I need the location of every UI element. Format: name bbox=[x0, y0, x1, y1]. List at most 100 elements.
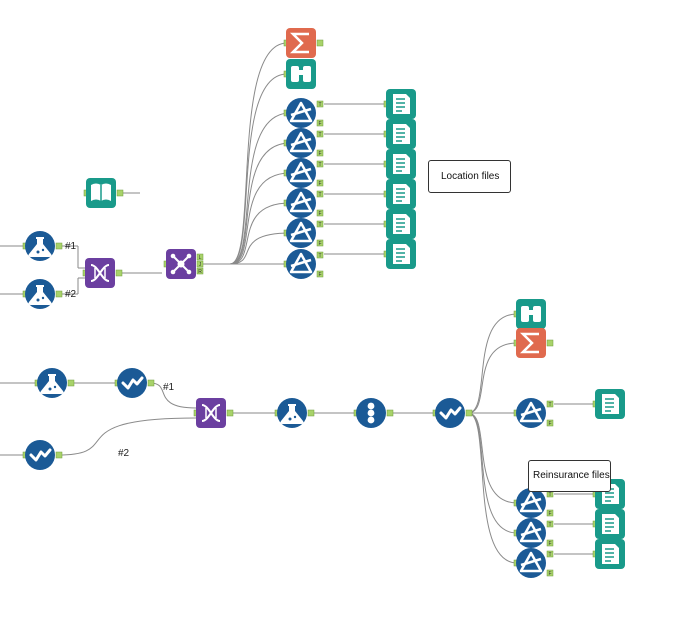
filter-tool-8[interactable] bbox=[516, 488, 546, 518]
output-icon bbox=[392, 183, 411, 205]
true-anchor[interactable]: T bbox=[316, 220, 324, 228]
output-anchor[interactable] bbox=[546, 339, 554, 347]
svg-text:F: F bbox=[548, 421, 551, 427]
upper-join-label-1: #1 bbox=[65, 241, 77, 252]
text-input-tool[interactable] bbox=[86, 178, 116, 208]
join-multiple-tool-1[interactable] bbox=[85, 258, 115, 288]
output-icon bbox=[392, 213, 411, 235]
filter-tool-9[interactable] bbox=[516, 518, 546, 548]
formula-tool-1[interactable] bbox=[25, 231, 55, 261]
output-icon bbox=[601, 543, 620, 565]
output-anchor[interactable] bbox=[116, 189, 124, 197]
false-anchor[interactable]: F bbox=[546, 419, 554, 427]
select-tool-3[interactable] bbox=[435, 398, 465, 428]
false-anchor[interactable]: F bbox=[546, 569, 554, 577]
join-multiple-tool-2[interactable] bbox=[196, 398, 226, 428]
record-id-tool[interactable] bbox=[356, 398, 386, 428]
false-anchor[interactable]: F bbox=[316, 119, 324, 127]
output-anchor[interactable] bbox=[55, 451, 63, 459]
output-anchor[interactable] bbox=[115, 269, 123, 277]
right-anchor[interactable]: R bbox=[196, 267, 204, 275]
output-tool-10[interactable] bbox=[595, 539, 625, 569]
connector-line bbox=[149, 382, 197, 409]
summarize-tool-2[interactable] bbox=[516, 328, 546, 358]
output-icon bbox=[392, 93, 411, 115]
left-anchor[interactable]: L bbox=[196, 253, 204, 261]
false-anchor[interactable]: F bbox=[546, 539, 554, 547]
connector-line bbox=[467, 412, 518, 504]
output-anchor[interactable] bbox=[465, 409, 473, 417]
output-anchor[interactable] bbox=[226, 409, 234, 417]
formula-tool-2[interactable] bbox=[25, 279, 55, 309]
filter-tool-10[interactable] bbox=[516, 548, 546, 578]
output-tool-5[interactable] bbox=[386, 209, 416, 239]
filter-tool-5[interactable] bbox=[286, 218, 316, 248]
true-anchor[interactable]: T bbox=[316, 160, 324, 168]
output-anchor[interactable] bbox=[307, 409, 315, 417]
output-anchor[interactable] bbox=[316, 39, 324, 47]
filter-tool-3[interactable] bbox=[286, 158, 316, 188]
svg-text:T: T bbox=[548, 522, 551, 528]
false-anchor[interactable]: F bbox=[316, 239, 324, 247]
connector-line bbox=[467, 412, 518, 534]
true-anchor[interactable]: T bbox=[546, 520, 554, 528]
svg-text:F: F bbox=[318, 181, 321, 187]
svg-text:T: T bbox=[318, 132, 321, 138]
svg-text:T: T bbox=[318, 102, 321, 108]
true-anchor[interactable]: T bbox=[546, 490, 554, 498]
output-tool-4[interactable] bbox=[386, 179, 416, 209]
svg-text:F: F bbox=[548, 541, 551, 547]
select-tool-1[interactable] bbox=[117, 368, 147, 398]
filter-tool-6[interactable] bbox=[286, 249, 316, 279]
formula-tool-4[interactable] bbox=[277, 398, 307, 428]
output-tool-7[interactable] bbox=[595, 389, 625, 419]
false-anchor[interactable]: F bbox=[316, 270, 324, 278]
filter-tool-1[interactable] bbox=[286, 98, 316, 128]
filter-tool-7[interactable] bbox=[516, 398, 546, 428]
true-anchor[interactable]: T bbox=[316, 100, 324, 108]
output-anchor[interactable] bbox=[55, 242, 63, 250]
summarize-tool-1[interactable] bbox=[286, 28, 316, 58]
true-anchor[interactable]: T bbox=[316, 251, 324, 259]
recordid-icon bbox=[367, 402, 375, 424]
location-files-comment[interactable]: Location files bbox=[428, 160, 511, 193]
output-anchor[interactable] bbox=[55, 290, 63, 298]
location-files-comment-text: Location files bbox=[441, 171, 500, 182]
output-anchor[interactable] bbox=[147, 379, 155, 387]
true-anchor[interactable]: T bbox=[546, 550, 554, 558]
join-anchor[interactable]: J bbox=[196, 260, 204, 268]
filter-tool-2[interactable] bbox=[286, 128, 316, 158]
reinsurance-files-comment[interactable]: Reinsurance files bbox=[528, 460, 611, 492]
svg-text:F: F bbox=[318, 272, 321, 278]
true-anchor[interactable]: T bbox=[316, 190, 324, 198]
connector-line bbox=[229, 42, 288, 265]
output-anchor[interactable] bbox=[386, 409, 394, 417]
true-anchor[interactable]: T bbox=[316, 130, 324, 138]
tools bbox=[25, 28, 625, 578]
output-anchor[interactable] bbox=[67, 379, 75, 387]
browse-tool-1[interactable] bbox=[286, 59, 316, 89]
filter-tool-4[interactable] bbox=[286, 188, 316, 218]
false-anchor[interactable]: F bbox=[316, 149, 324, 157]
select-tool-2[interactable] bbox=[25, 440, 55, 470]
output-tool-1[interactable] bbox=[386, 89, 416, 119]
output-icon bbox=[392, 153, 411, 175]
false-anchor[interactable]: F bbox=[316, 209, 324, 217]
formula-tool-3[interactable] bbox=[37, 368, 67, 398]
output-tool-9[interactable] bbox=[595, 509, 625, 539]
false-anchor[interactable]: F bbox=[546, 509, 554, 517]
svg-text:F: F bbox=[548, 571, 551, 577]
connector-line bbox=[57, 417, 197, 456]
connector-line bbox=[467, 313, 518, 414]
connector-line bbox=[229, 232, 291, 265]
output-icon bbox=[601, 513, 620, 535]
true-anchor[interactable]: T bbox=[546, 400, 554, 408]
output-tool-3[interactable] bbox=[386, 149, 416, 179]
join-tool[interactable] bbox=[166, 249, 196, 279]
false-anchor[interactable]: F bbox=[316, 179, 324, 187]
output-tool-6[interactable] bbox=[386, 239, 416, 269]
output-tool-2[interactable] bbox=[386, 119, 416, 149]
browse-tool-2[interactable] bbox=[516, 299, 546, 329]
svg-text:J: J bbox=[199, 262, 202, 268]
